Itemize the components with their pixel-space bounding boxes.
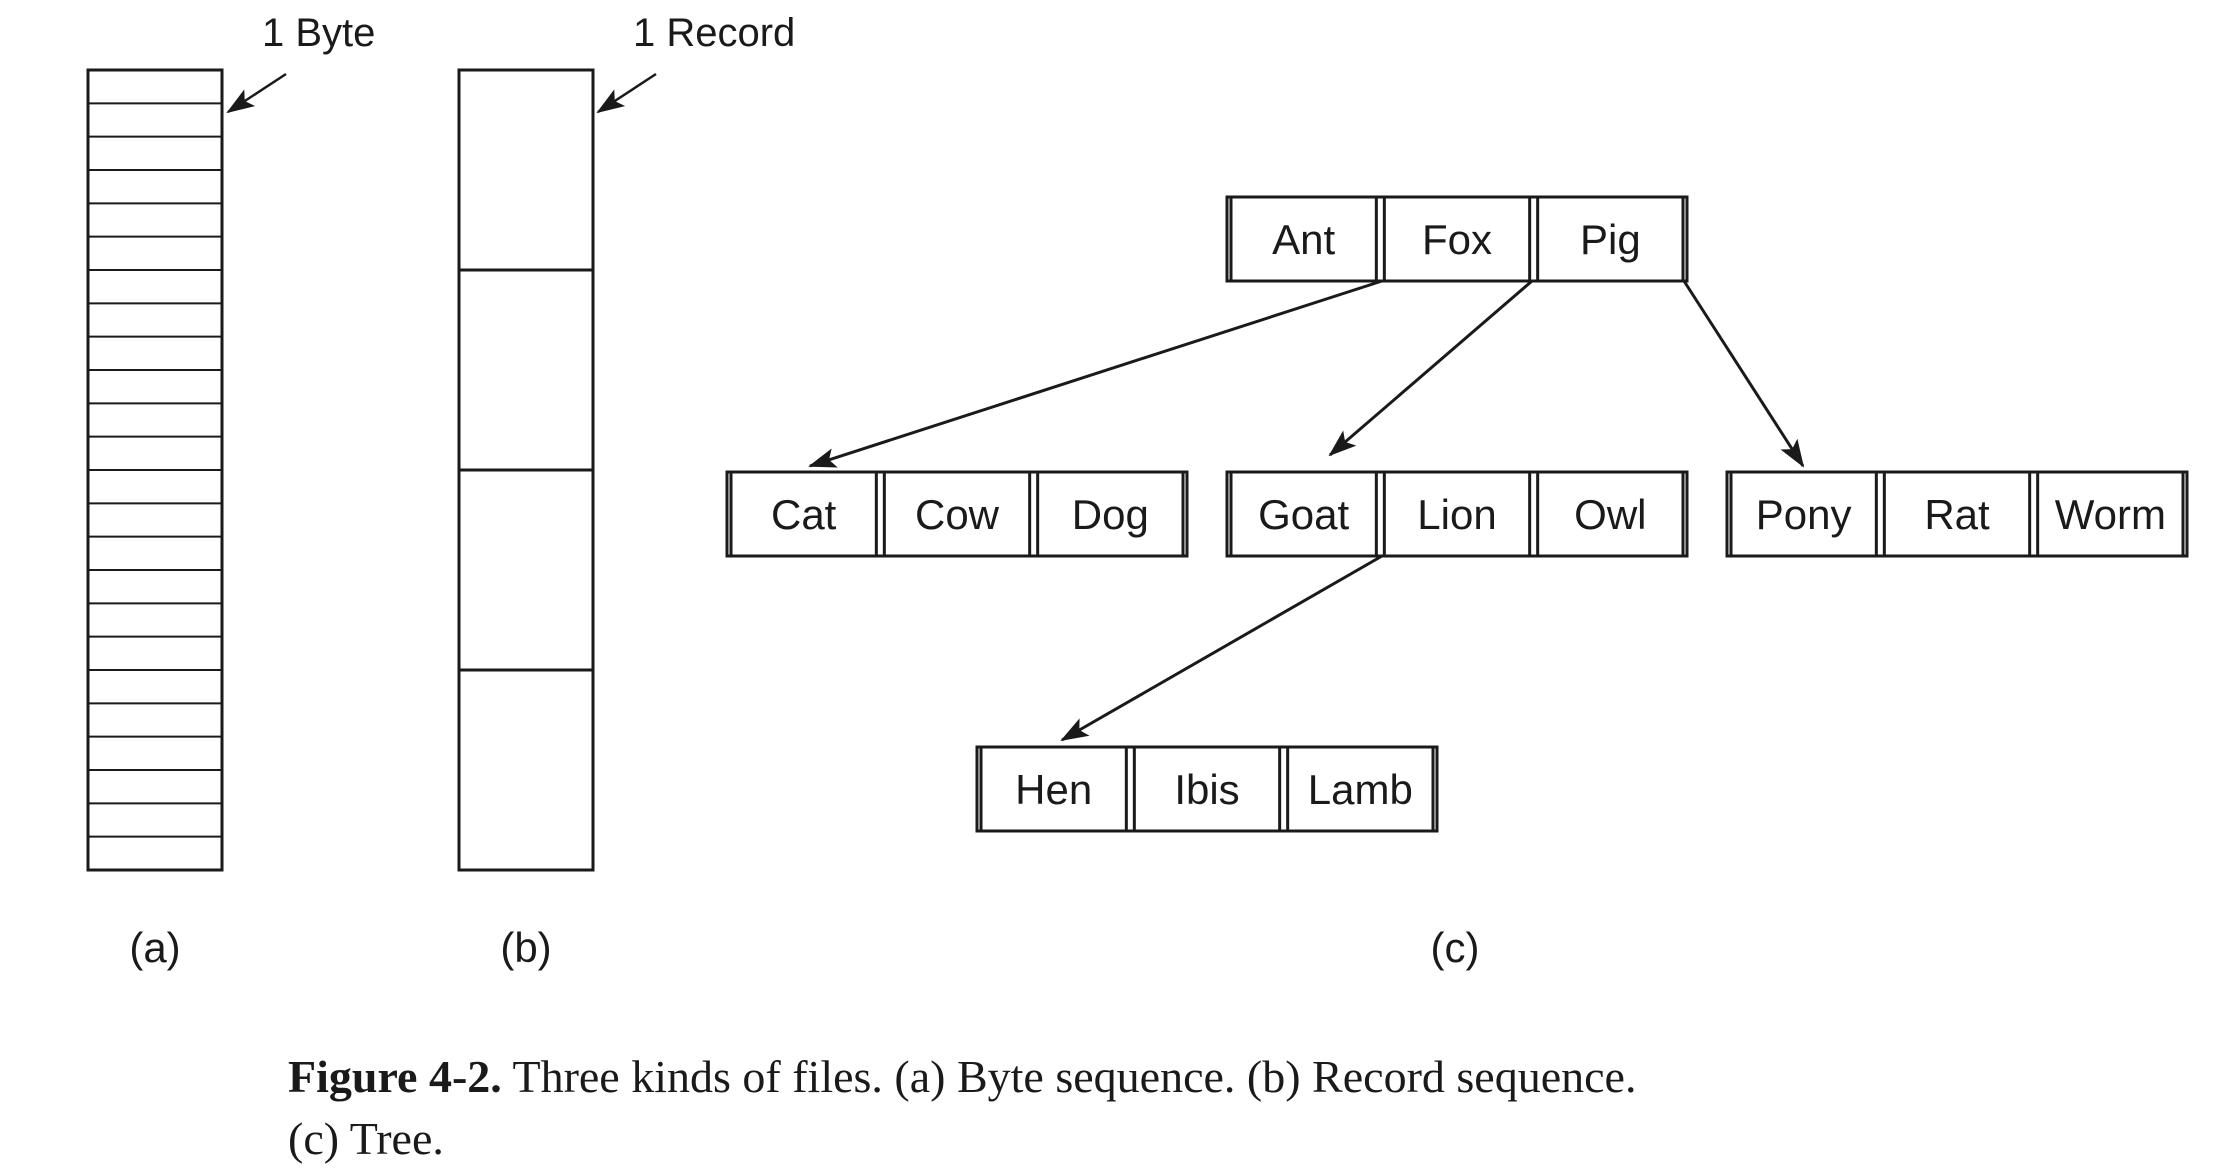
tree-node-child3: Pony Rat Worm — [1725, 470, 2189, 558]
edge-lion-to-hen — [1060, 554, 1383, 742]
tree-key-ibis: Ibis — [1174, 766, 1239, 813]
byte-annotation: 1 Byte — [262, 11, 375, 55]
edge-root-to-cat — [808, 279, 1383, 468]
record-annotation: 1 Record — [633, 11, 795, 55]
tree-key-goat: Goat — [1258, 491, 1349, 538]
edge-root-to-goat — [1328, 279, 1533, 457]
tree-node-root: Ant Fox Pig — [1225, 195, 1689, 283]
tree-node-border — [975, 745, 1439, 833]
tree-node-border — [1225, 195, 1689, 283]
tree-node-border — [725, 470, 1189, 558]
tree-key-cat: Cat — [771, 491, 837, 538]
figure-number: Figure 4-2. — [288, 1051, 502, 1102]
tree-key-cow: Cow — [915, 491, 1000, 538]
edge-root-to-pony — [1682, 280, 1805, 468]
record-annotation-arrow — [596, 72, 657, 114]
record-sequence-diagram: 1 Record (b) — [457, 11, 795, 971]
byte-annotation-arrow — [226, 72, 287, 114]
tree-node-grandchild: Hen Ibis Lamb — [975, 745, 1439, 833]
tree-key-fox: Fox — [1422, 216, 1492, 263]
tree-key-worm: Worm — [2055, 491, 2166, 538]
tree-key-ant: Ant — [1272, 216, 1335, 263]
byte-sequence-label: (a) — [129, 924, 180, 971]
byte-sequence-diagram: 1 Byte (a) — [86, 11, 375, 971]
tree-key-dog: Dog — [1072, 491, 1149, 538]
tree-node-child2: Goat Lion Owl — [1225, 470, 1689, 558]
tree-key-lamb: Lamb — [1308, 766, 1413, 813]
tree-key-hen: Hen — [1015, 766, 1092, 813]
caption-line-1: Three kinds of files. (a) Byte sequence.… — [512, 1051, 1637, 1102]
tree-key-lion: Lion — [1417, 491, 1496, 538]
caption-line-2: (c) Tree. — [288, 1113, 444, 1164]
tree-key-pony: Pony — [1756, 491, 1852, 538]
tree-node-border — [1725, 470, 2189, 558]
tree-label: (c) — [1431, 924, 1480, 971]
byte-dividers — [88, 102, 222, 838]
tree-node-child1: Cat Cow Dog — [725, 470, 1189, 558]
tree-edges — [808, 279, 1805, 742]
record-dividers — [459, 268, 593, 672]
tree-key-rat: Rat — [1924, 491, 1990, 538]
figure-caption: Figure 4-2. Three kinds of files. (a) By… — [288, 1046, 2188, 1170]
tree-key-owl: Owl — [1574, 491, 1646, 538]
tree-node-border — [1225, 470, 1689, 558]
tree-key-pig: Pig — [1580, 216, 1641, 263]
record-sequence-label: (b) — [500, 924, 551, 971]
